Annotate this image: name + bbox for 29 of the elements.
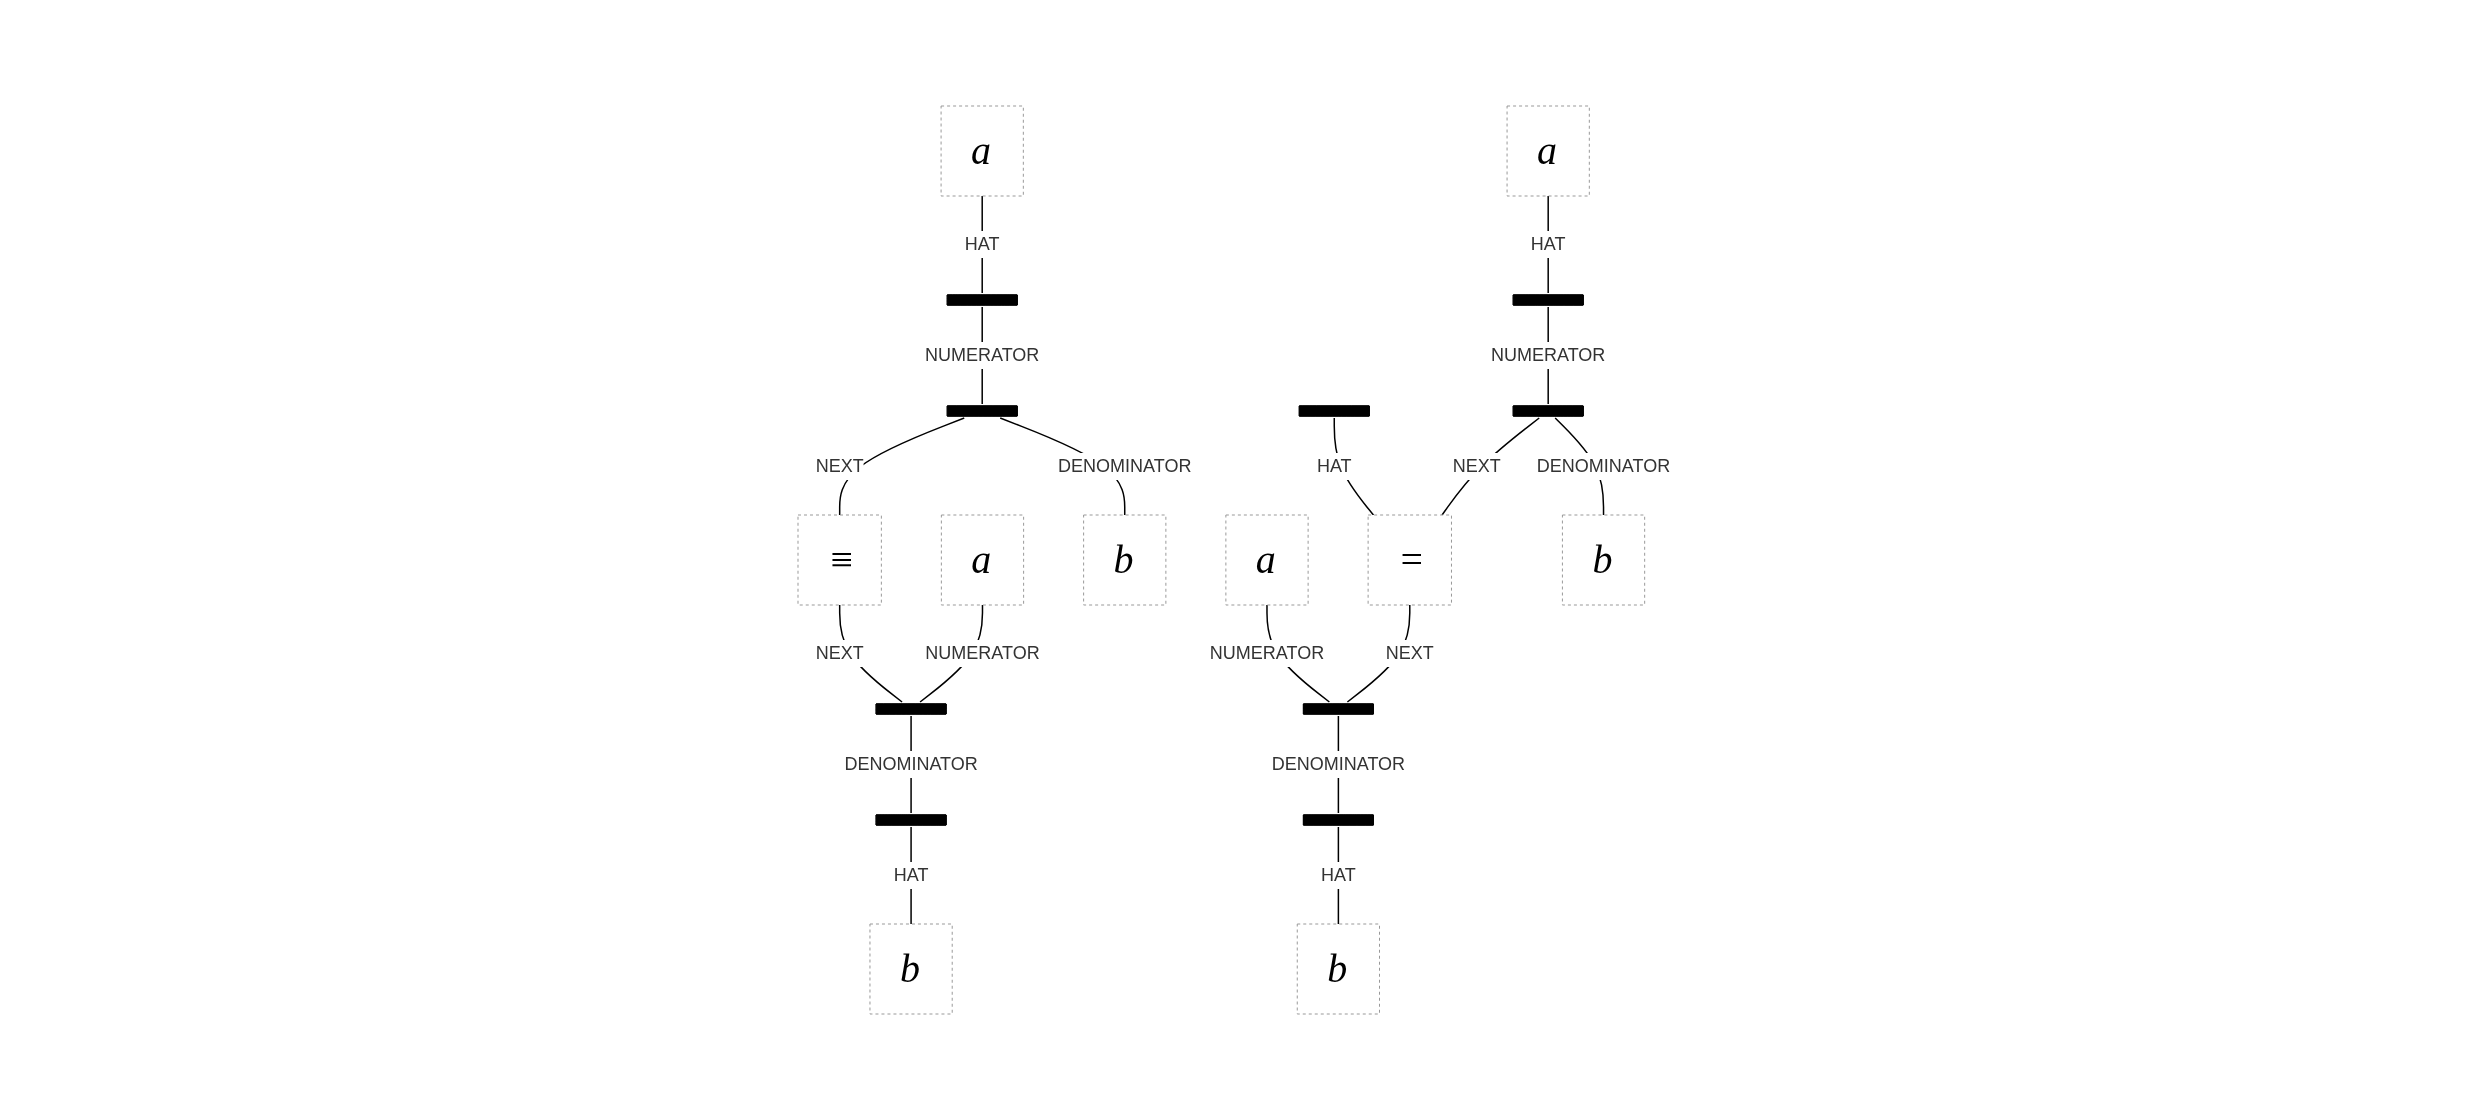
node-box: a [940, 105, 1025, 197]
edge-label: DENOMINATOR [1058, 456, 1192, 476]
node-box: = [1368, 514, 1453, 606]
edge-label: NEXT [816, 456, 865, 476]
node-box: b [1562, 514, 1646, 606]
edge-label: HAT [1321, 865, 1357, 885]
edge-label: HAT [965, 234, 1000, 254]
node-box: a [941, 514, 1025, 606]
node-box: a [1225, 514, 1309, 606]
edge-label: NUMERATOR [925, 643, 1041, 663]
node-box: b [869, 923, 954, 1015]
edge-label: NEXT [1453, 456, 1502, 476]
edge-label: NEXT [1386, 643, 1435, 663]
edge-label: DENOMINATOR [1272, 754, 1406, 774]
node-box: a [1506, 105, 1591, 197]
edge-label: HAT [1317, 456, 1352, 476]
edge-label: HAT [1531, 234, 1566, 254]
edge-label: NUMERATOR [1210, 643, 1325, 663]
connector [1441, 417, 1541, 516]
node-box: b [1297, 923, 1381, 1015]
edge-label: DENOMINATOR [1537, 456, 1671, 476]
node-box: ≡ [797, 514, 883, 606]
edge-label: NUMERATOR [1491, 345, 1606, 365]
edge-label: NEXT [816, 643, 865, 663]
edge-label: DENOMINATOR [844, 754, 979, 774]
connector [839, 417, 966, 516]
edge-label: HAT [894, 865, 929, 885]
edge-label: NUMERATOR [925, 345, 1040, 365]
node-box: b [1083, 514, 1167, 606]
